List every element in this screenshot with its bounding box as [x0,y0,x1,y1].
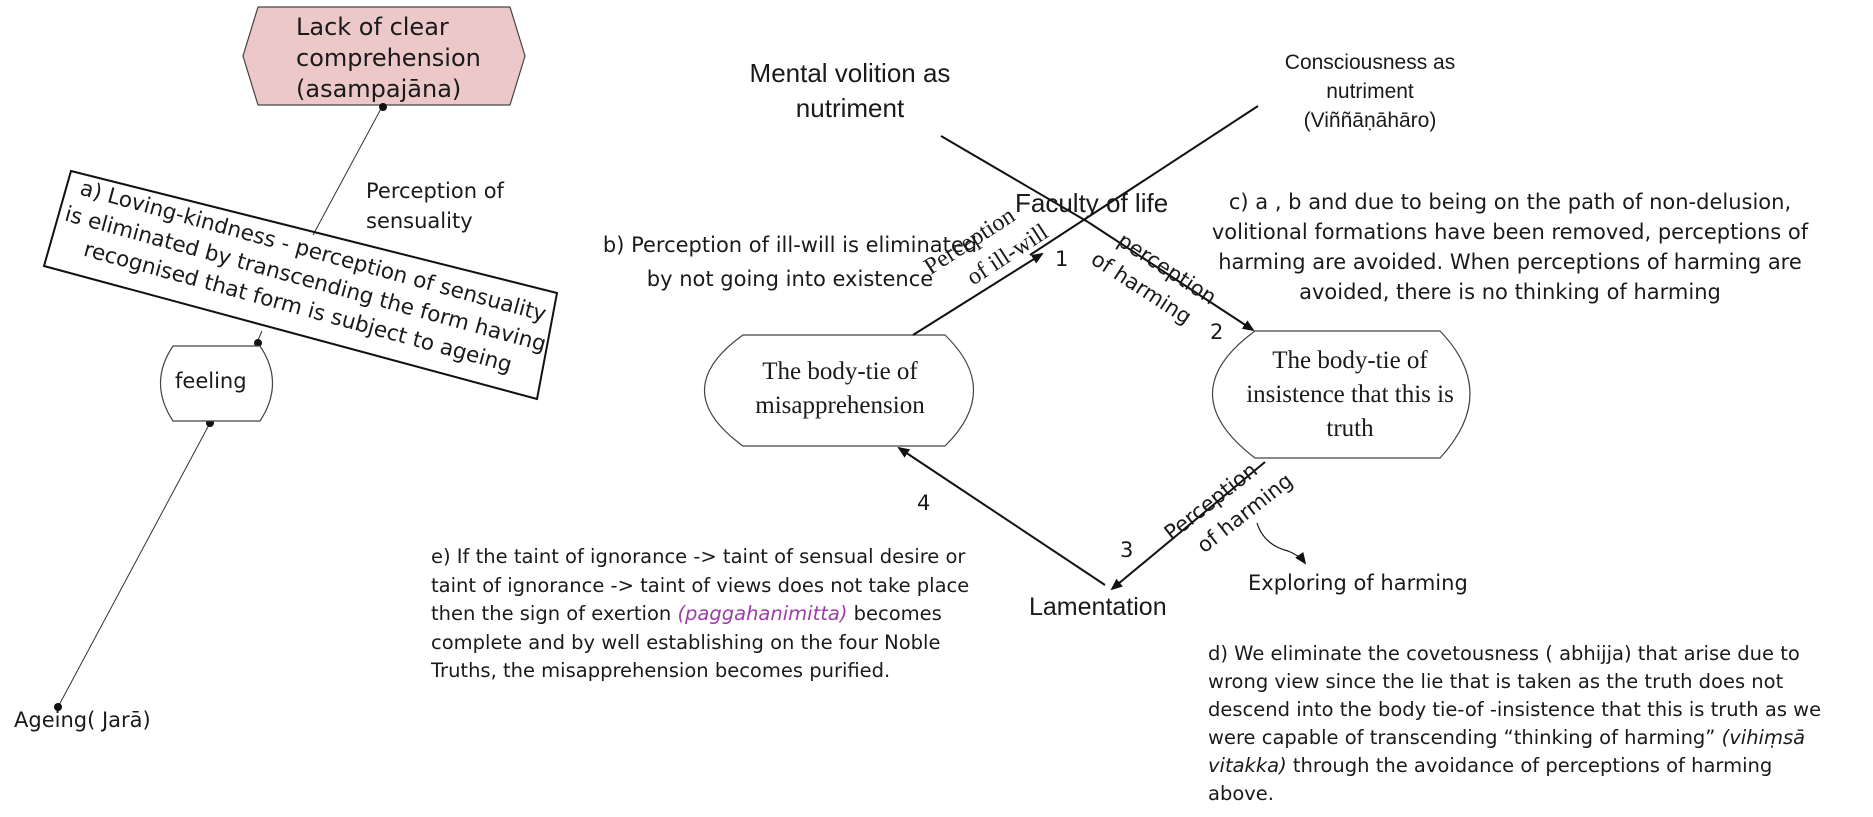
feeling-shape [159,345,274,422]
note-e-line-1: e) If the taint of ignorance -> taint of… [431,545,966,568]
consciousness-line [1029,105,1259,256]
note-c-line-2: volitional formations have been removed,… [1211,220,1809,244]
note-d: d) We eliminate the covetousness ( abhij… [1208,640,1821,808]
note-d-line-2: wrong view since the lie that is taken a… [1208,670,1784,693]
mental-volition-line [940,135,1089,223]
note-e-line-5: Truths, the misapprehension becomes puri… [431,659,891,682]
misapprehension-shape [704,334,975,447]
feeling-label: feeling [175,369,247,393]
note-e-line-3a: then the sign of exertion [431,602,672,625]
note-c-line-3: harming are avoided. When perceptions of… [1218,250,1802,274]
misapprehension-line-1: The body-tie of [762,358,918,385]
note-c: c) a , b and due to being on the path of… [1200,187,1820,307]
lack-line-1: Lack of clear [296,13,449,41]
note-b-line-1: b) Perception of ill-will is eliminated [602,233,978,257]
note-c-line-4: avoided, there is no thinking of harming [1299,280,1721,304]
box-a-border [42,169,559,401]
edge-2-arrow [1087,221,1255,332]
lack-comprehension-label: Lack of clear comprehension (asampajāna) [296,12,481,105]
lack-comprehension-hexagon [242,6,526,106]
edge-3-number: 3 [1120,538,1134,562]
misapprehension-label: The body-tie of misapprehension [700,355,980,423]
connector-lack-to-box [312,104,384,236]
lack-line-2: comprehension [296,44,481,72]
consciousness-line-3: (Viññāṇāhāro) [1303,109,1437,132]
perception-sensuality-line-1: Perception of [366,179,504,203]
lack-line-3: (asampajāna) [296,75,462,103]
perception-sensuality-label: Perception of sensuality [366,176,504,236]
note-d-line-3: descend into the body tie-of -insistence… [1208,698,1822,721]
exploring-arrow [1256,522,1307,565]
note-d-line-6: above. [1208,782,1274,805]
consciousness-line-1: Consciousness as [1284,51,1456,74]
edge-2-number: 2 [1210,320,1224,344]
mental-volition-line-1: Mental volition as [749,58,951,88]
insistence-line-3: truth [1326,415,1374,442]
paggahanimitta-term: (paggahanimitta) [677,602,848,625]
note-d-line-4: were capable of transcending “thinking o… [1208,724,1821,752]
note-d-line-1: d) We eliminate the covetousness ( abhij… [1208,642,1800,665]
connector-dot [379,103,387,111]
exploring-harming-label: Exploring of harming [1248,571,1468,595]
vihimsa-term: (vihiṃsā [1721,726,1806,749]
edge-3-arrow [1110,461,1266,591]
note-d-line-5: vitakka) through the avoidance of percep… [1208,752,1821,780]
ageing-label: Ageing( Jarā) [14,708,151,732]
insistence-shape [1211,330,1471,459]
note-b-line-2: by not going into existence [646,267,934,291]
consciousness-label: Consciousness as nutriment (Viññāṇāhāro) [1250,48,1490,135]
misapprehension-line-2: misapprehension [755,392,925,419]
edge-1-arrow [912,252,1044,336]
consciousness-line-2: nutriment [1326,80,1414,103]
edge-1-number: 1 [1055,247,1069,271]
connector-dot [54,703,62,711]
mental-volition-label: Mental volition as nutriment [725,56,975,126]
mental-volition-line-2: nutriment [795,93,905,123]
connector-feeling-to-ageing [57,422,211,708]
edge-4-arrow [897,446,1106,586]
note-d-line-5-text: through the avoidance of perceptions of … [1292,754,1773,777]
note-c-line-1: c) a , b and due to being on the path of… [1228,190,1792,214]
edge-4-number: 4 [917,491,931,515]
note-e-line-3: then the sign of exertion (paggahanimitt… [431,600,969,629]
perception-sensuality-line-2: sensuality [366,209,473,233]
note-e-line-3b: becomes [853,602,942,625]
note-b: b) Perception of ill-will is eliminated … [590,228,990,296]
vitakka-term: vitakka) [1208,754,1287,777]
note-e-line-2: taint of ignorance -> taint of views doe… [431,573,970,597]
faculty-of-life-label: Faculty of life [1015,188,1169,218]
insistence-line-2: insistence that this is [1246,381,1454,408]
note-e: e) If the taint of ignorance -> taint of… [431,543,969,686]
note-d-line-4-text: were capable of transcending “thinking o… [1208,726,1716,749]
note-e-line-4: complete and by well establishing on the… [431,630,941,654]
lamentation-label: Lamentation [1029,593,1167,621]
insistence-label: The body-tie of insistence that this is … [1200,344,1500,446]
connector-dot [254,339,262,347]
insistence-line-1: The body-tie of [1272,347,1428,374]
